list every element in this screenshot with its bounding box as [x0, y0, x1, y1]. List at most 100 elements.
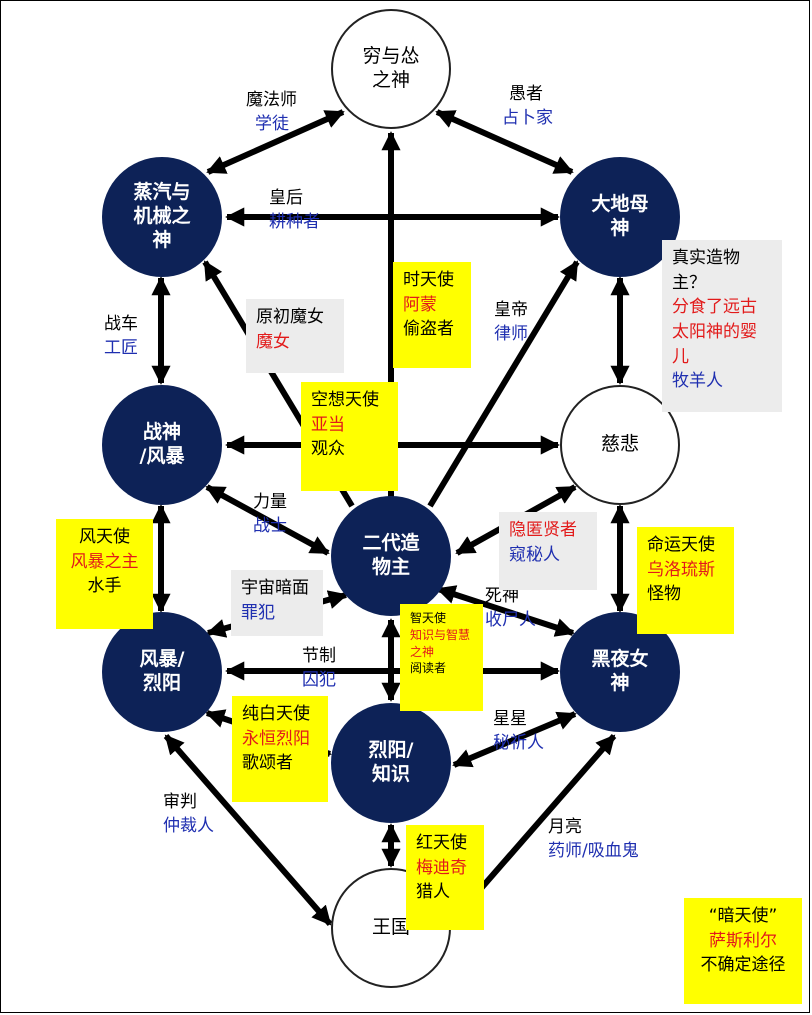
node-mercy-label: 慈悲: [600, 433, 639, 456]
path-label-fool: 愚者 占卜家: [502, 83, 553, 131]
path-label-star: 星星 秘祈人: [493, 708, 544, 756]
path-label-chariot: 战车 工匠: [104, 313, 138, 361]
node-war: 战神 /风暴: [102, 385, 222, 505]
path-name: 囚犯: [302, 669, 336, 690]
node-second-creator-label: 二代造 物主: [362, 532, 420, 578]
box-name: 萨斯利尔: [709, 930, 777, 951]
node-earth: 大地母 神: [560, 157, 680, 277]
box-path: 观众: [311, 439, 345, 460]
arrow-war-second: [205, 484, 330, 556]
path-name: 战士: [253, 515, 287, 536]
box-title: 空想天使: [311, 390, 379, 410]
box-wisdom-angel: 智天使 知识与智慧之神 阅读者: [400, 604, 483, 711]
node-mercy: 慈悲: [560, 385, 680, 505]
box-path: 水手: [87, 576, 122, 597]
path-title: 月亮: [548, 817, 582, 837]
node-earth-label: 大地母 神: [591, 193, 649, 239]
box-path: 不确定途径: [700, 955, 786, 976]
box-white-angel: 纯白天使 永恒烈阳 歌颂者: [232, 696, 328, 802]
node-sun-knowledge: 烈阳/ 知识: [331, 703, 451, 823]
node-second-creator: 二代造 物主: [331, 496, 451, 616]
path-label-judgement: 审判 仲裁人: [163, 791, 214, 839]
path-title: 星星: [493, 709, 527, 729]
path-title: 魔法师: [246, 90, 297, 110]
path-title: 力量: [253, 492, 287, 512]
box-title: 纯白天使: [242, 704, 310, 724]
path-title: 审判: [163, 792, 197, 812]
box-name: 亚当: [311, 414, 345, 435]
box-time-angel: 时天使 阿蒙 偷盗者: [393, 262, 471, 368]
path-name: 律师: [494, 323, 528, 344]
path-label-magician: 魔法师 学徒: [246, 89, 297, 137]
box-title: 红天使: [416, 833, 467, 853]
path-name: 学徒: [255, 113, 289, 134]
node-storm-sun: 风暴/ 烈阳: [102, 612, 222, 732]
box-dark-angel: “暗天使” 萨斯利尔 不确定途径: [684, 898, 802, 1004]
arrow-storm-kingdom: [163, 734, 333, 926]
box-title: 宇宙暗面: [241, 578, 309, 598]
node-steam-label: 蒸汽与 机械之 神: [133, 181, 191, 251]
path-title: 愚者: [509, 84, 543, 104]
box-path: 歌颂者: [242, 753, 293, 774]
path-name: 收尸人: [485, 609, 536, 630]
box-path: 罪犯: [241, 602, 275, 623]
box-primordial-witch: 原初魔女 魔女: [246, 299, 344, 373]
box-name: 阿蒙: [403, 294, 437, 315]
path-title: 节制: [302, 646, 336, 666]
arrow-top-earth: [435, 109, 574, 175]
box-name: 魔女: [256, 331, 290, 352]
box-name: 知识与智慧之神: [410, 627, 471, 659]
box-hermit: 隐匿贤者 窥秘人: [499, 512, 597, 590]
node-night-label: 黑夜女 神: [591, 648, 649, 694]
box-name: 风暴之主: [70, 551, 139, 572]
box-title: 真实造物主？: [672, 248, 740, 293]
box-path: 怪物: [647, 584, 681, 605]
box-fate-angel: 命运天使 乌洛琉斯 怪物: [637, 527, 734, 634]
box-red-angel: 红天使 梅迪奇 猎人: [406, 825, 484, 930]
node-kingdom-label: 王国: [371, 916, 410, 939]
path-name: 占卜家: [502, 107, 553, 128]
arrow-top-steam: [206, 109, 345, 175]
node-storm-sun-label: 风暴/ 烈阳: [139, 648, 185, 694]
path-title: 死神: [485, 586, 519, 606]
path-label-strength: 力量 战士: [253, 491, 287, 539]
path-label-death: 死神 收尸人: [485, 585, 536, 633]
box-name: 隐匿贤者: [509, 520, 577, 540]
box-path: 偷盗者: [403, 319, 454, 340]
box-true-creator: 真实造物主？ 分食了远古太阳神的婴儿 牧羊人: [662, 240, 782, 412]
box-name: 乌洛琉斯: [647, 559, 715, 580]
box-name: 永恒烈阳: [242, 728, 310, 749]
path-name: 秘祈人: [493, 732, 544, 753]
box-title: 原初魔女: [256, 307, 324, 327]
box-path: 窥秘人: [509, 544, 560, 565]
box-path: 阅读者: [410, 661, 447, 676]
box-title: 命运天使: [647, 535, 715, 555]
node-top: 穷与怂 之神: [331, 9, 451, 129]
box-title: 风天使: [79, 527, 130, 547]
box-title: 智天使: [410, 611, 447, 625]
path-label-moon: 月亮 药师/吸血鬼: [548, 816, 639, 864]
path-title: 战车: [104, 314, 138, 334]
box-universe-dark: 宇宙暗面 罪犯: [231, 570, 323, 636]
box-wind-angel: 风天使 风暴之主 水手: [56, 519, 153, 629]
node-top-label: 穷与怂 之神: [362, 45, 420, 91]
path-name: 仲裁人: [163, 815, 214, 836]
box-title: “暗天使”: [708, 906, 778, 926]
path-title: 皇帝: [494, 300, 528, 320]
box-path: 牧羊人: [672, 371, 723, 392]
path-title: 皇后: [269, 188, 303, 208]
node-sun-knowledge-label: 烈阳/ 知识: [368, 739, 414, 785]
path-name: 药师/吸血鬼: [548, 840, 639, 861]
path-label-empress: 皇后 耕种者: [269, 187, 320, 235]
node-steam: 蒸汽与 机械之 神: [102, 157, 222, 277]
box-path: 猎人: [416, 882, 450, 903]
box-title: 时天使: [403, 270, 454, 290]
arrow-second-night: [436, 585, 575, 637]
node-war-label: 战神 /风暴: [139, 421, 185, 467]
path-label-temperance: 节制 囚犯: [302, 645, 336, 693]
path-label-emperor: 皇帝 律师: [494, 299, 528, 347]
box-name: 梅迪奇: [416, 857, 467, 878]
arrow-second-earth: [427, 260, 580, 508]
